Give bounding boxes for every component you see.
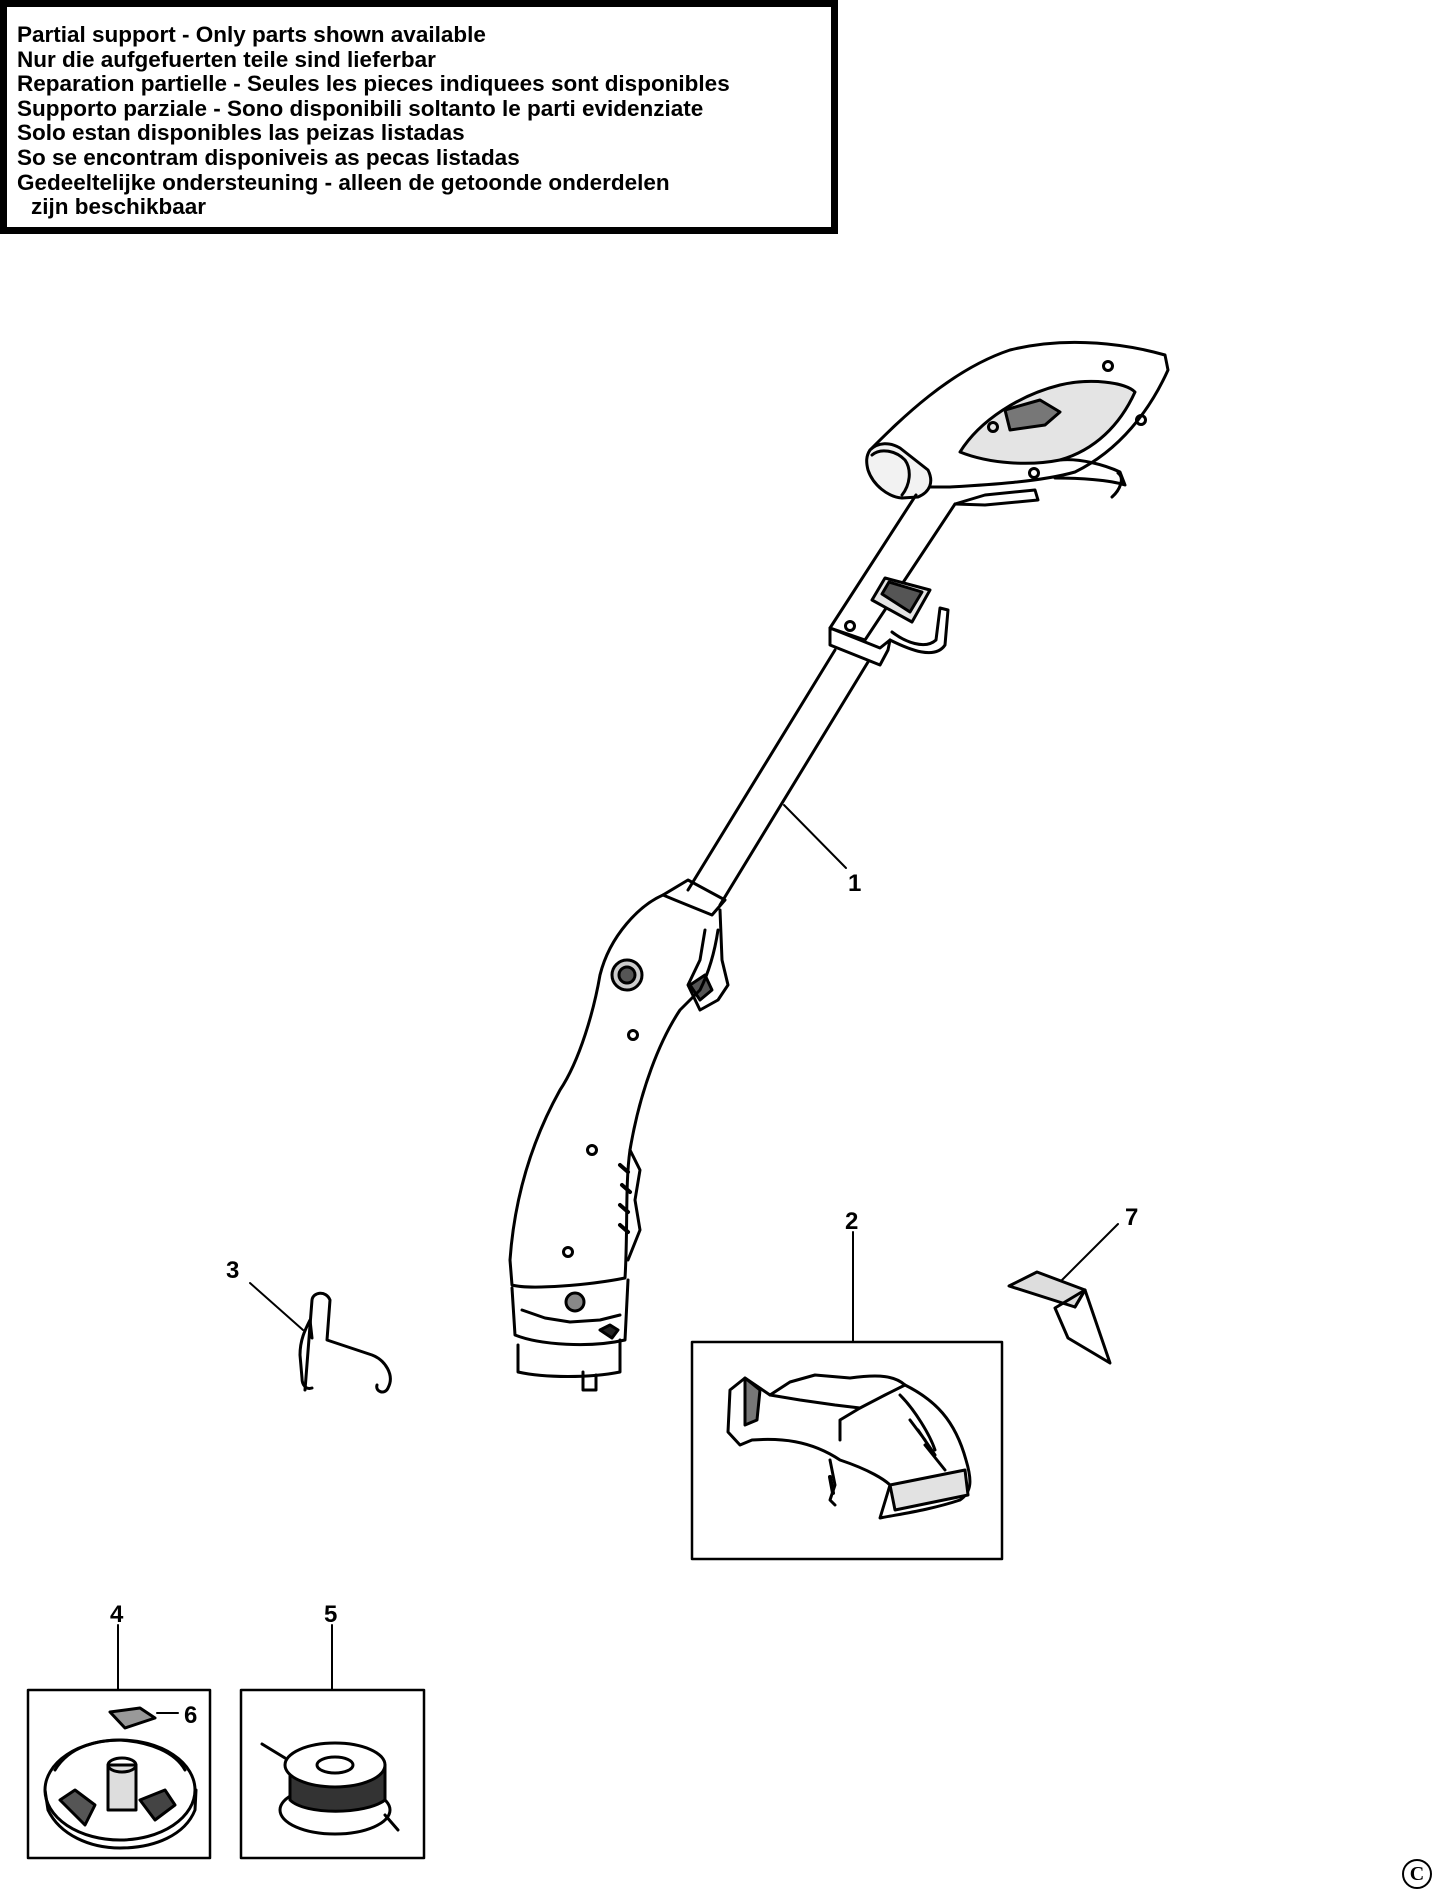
- blade-icon: [1007, 1270, 1112, 1365]
- notice-line-nl-cont: zijn beschikbaar: [31, 194, 207, 220]
- notice-line-es: Solo estan disponibles las peizas listad…: [17, 120, 465, 146]
- callout-6: 6: [184, 1702, 197, 1729]
- copyright-symbol: C: [1402, 1859, 1432, 1889]
- guard-icon: [726, 1373, 972, 1520]
- notice-line-fr: Reparation partielle - Seules les pieces…: [17, 71, 730, 97]
- callout-1: 1: [848, 870, 861, 897]
- leader-line-3: [249, 1282, 304, 1331]
- leader-line-7: [1060, 1223, 1119, 1282]
- callout-4: 4: [110, 1601, 124, 1628]
- wire-clip-icon: [298, 1291, 392, 1394]
- spool-cover-icon: [43, 1706, 198, 1850]
- trimmer-body-icon: [508, 340, 1170, 1392]
- guard-frame: [690, 1340, 1004, 1561]
- notice-line-nl: Gedeeltelijke ondersteuning - alleen de …: [17, 169, 670, 195]
- callout-5: 5: [324, 1601, 337, 1628]
- leader-line-1: [783, 804, 847, 869]
- notice-line-en: Partial support - Only parts shown avail…: [17, 22, 486, 47]
- callout-2: 2: [845, 1208, 858, 1235]
- callout-3: 3: [226, 1257, 239, 1284]
- parts-availability-notice: Partial support - Only parts shown avail…: [0, 0, 838, 234]
- notice-line-de: Nur die aufgefuerten teile sind lieferba…: [17, 46, 436, 72]
- notice-line-it: Supporto parziale - Sono disponibili sol…: [17, 95, 704, 121]
- notice-line-pt: So se encontram disponiveis as pecas lis…: [17, 144, 520, 170]
- spool-icon: [260, 1741, 400, 1836]
- callout-7: 7: [1125, 1204, 1138, 1231]
